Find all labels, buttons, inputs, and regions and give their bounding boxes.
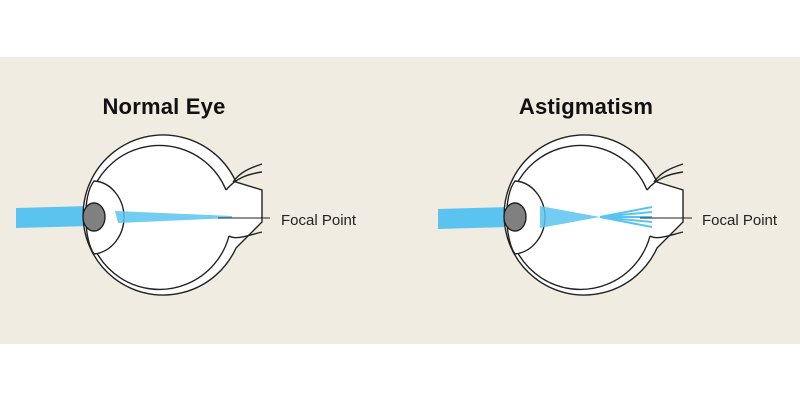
pupil: [82, 202, 106, 232]
incoming-light-beam: [438, 207, 511, 229]
scattered-light-ray: [599, 216, 653, 228]
normal-eye-diagram: [16, 134, 270, 296]
incoming-light-beam: [16, 206, 90, 228]
astigmatism-focal-point-label: Focal Point: [702, 212, 778, 229]
optic-nerve: [225, 163, 263, 239]
optic-nerve: [646, 163, 684, 239]
pupil: [503, 202, 527, 232]
converging-light-beam: [115, 211, 232, 223]
astigmatism-title: Astigmatism: [518, 94, 654, 119]
normal-eye-title: Normal Eye: [102, 94, 226, 119]
converging-light-beam: [540, 206, 600, 228]
normal-eye-focal-point-label: Focal Point: [281, 212, 357, 229]
astigmatism-eye-diagram: [438, 134, 692, 296]
